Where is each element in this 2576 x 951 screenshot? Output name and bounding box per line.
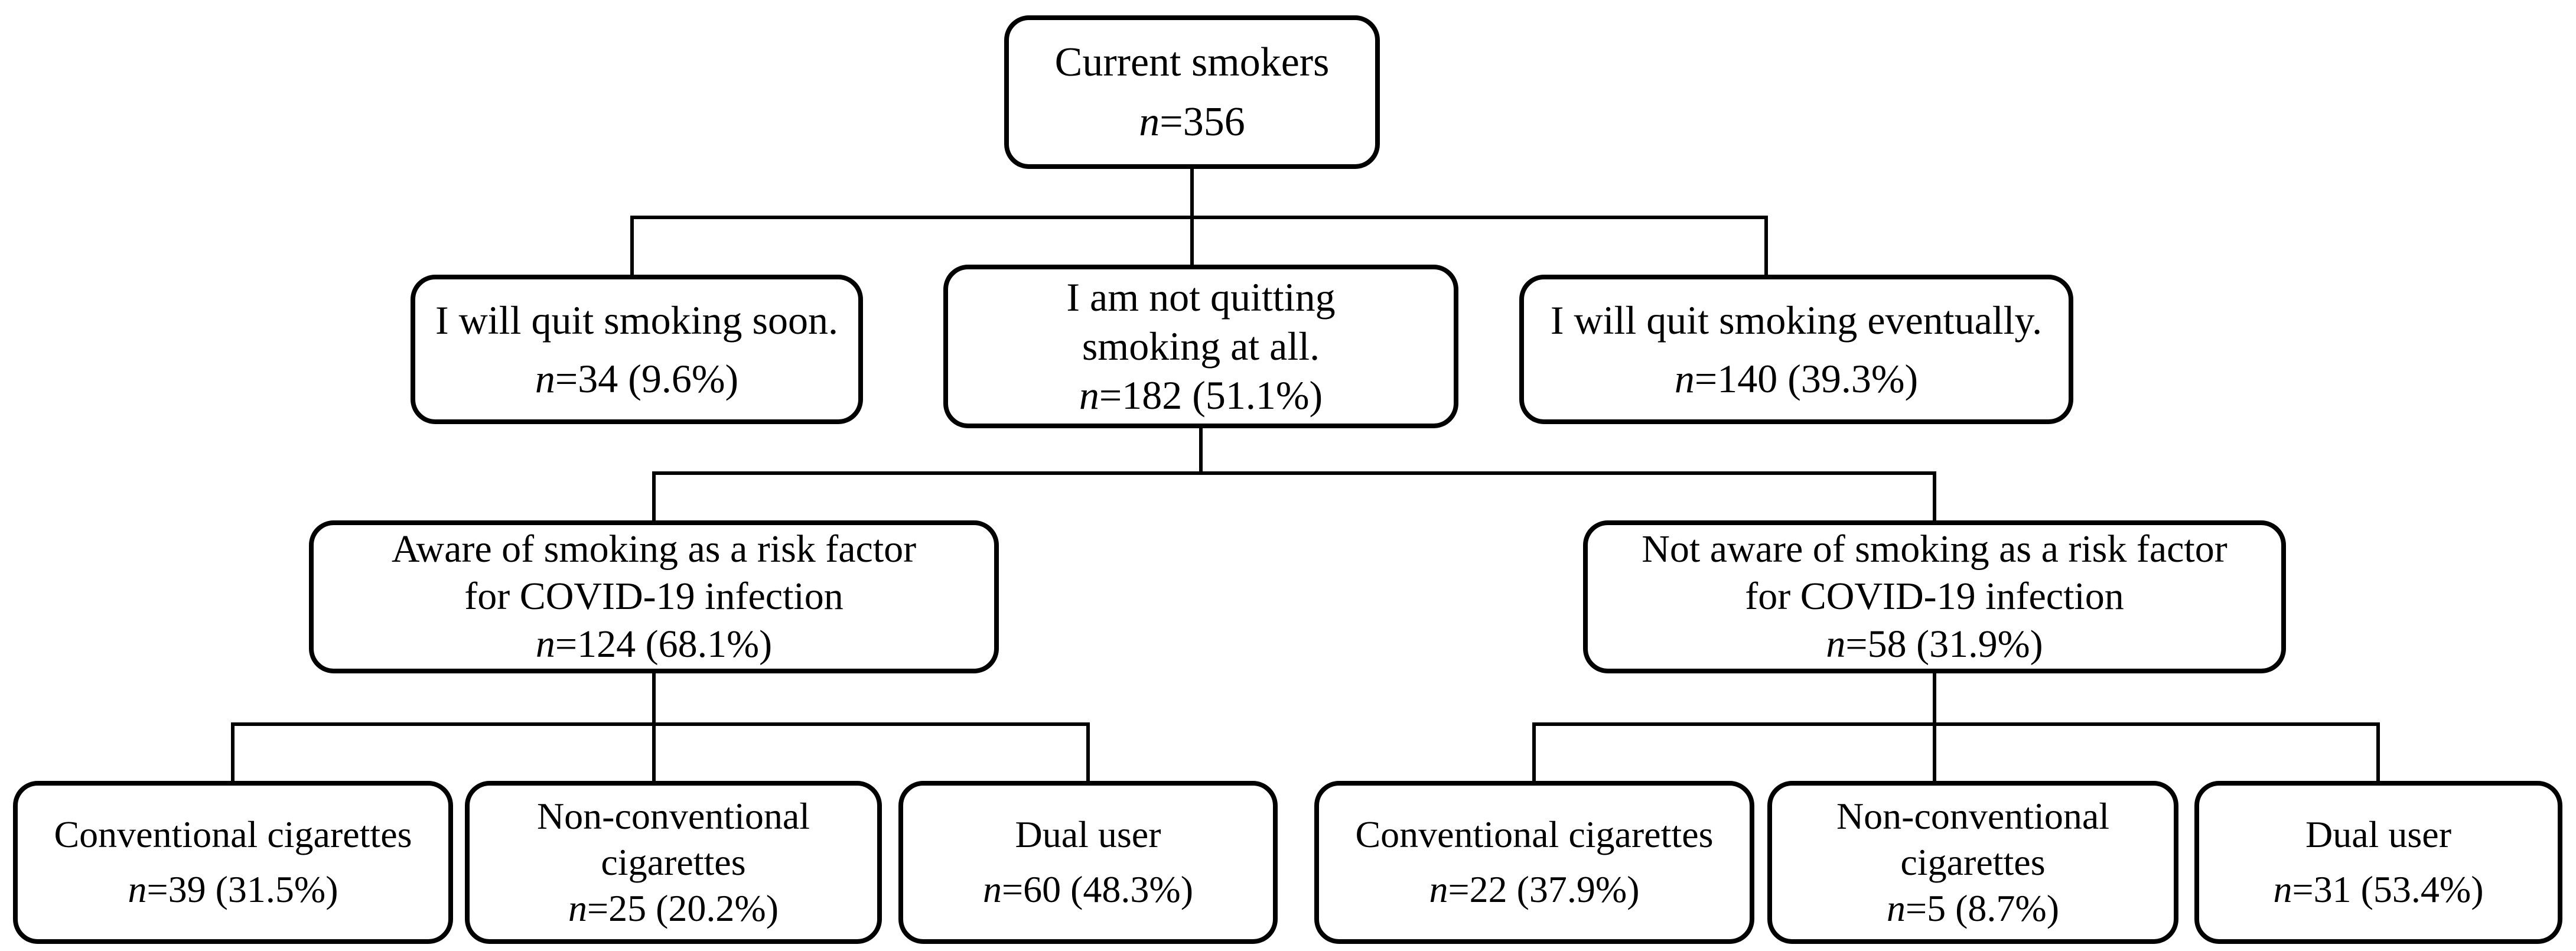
node-label-line2: cigarettes bbox=[601, 841, 746, 883]
node-label: I will quit smoking soon. bbox=[435, 297, 838, 343]
node-notaware-conventional: Conventional cigarettes n=22 (37.9%) bbox=[1314, 781, 1754, 944]
node-stat: n=31 (53.4%) bbox=[2273, 868, 2484, 910]
node-notaware-nonconventional: Non-conventional cigarettes n=5 (8.7%) bbox=[1767, 781, 2178, 944]
node-current-smokers: Current smokers n=356 bbox=[1004, 15, 1380, 169]
node-stat: n=182 (51.1%) bbox=[1079, 372, 1323, 418]
node-stat: n=25 (20.2%) bbox=[568, 887, 779, 930]
node-aware-conventional: Conventional cigarettes n=39 (31.5%) bbox=[13, 781, 453, 944]
node-stat: n=60 (48.3%) bbox=[982, 868, 1194, 910]
node-stat: n=140 (39.3%) bbox=[1674, 356, 1919, 401]
node-not-quitting: I am not quitting smoking at all. n=182 … bbox=[943, 265, 1458, 428]
node-stat: n=34 (9.6%) bbox=[535, 356, 739, 401]
node-stat: n=58 (31.9%) bbox=[1826, 622, 2043, 666]
node-label: Current smokers bbox=[1054, 39, 1330, 85]
node-quit-eventually: I will quit smoking eventually. n=140 (3… bbox=[1519, 275, 2073, 424]
node-label-line1: Not aware of smoking as a risk factor bbox=[1642, 527, 2227, 571]
node-label: Conventional cigarettes bbox=[1355, 813, 1714, 856]
node-label: Dual user bbox=[1015, 813, 1161, 856]
node-quit-soon: I will quit smoking soon. n=34 (9.6%) bbox=[411, 275, 863, 424]
node-label-line1: Non-conventional bbox=[1836, 794, 2110, 837]
node-aware-risk-factor: Aware of smoking as a risk factor for CO… bbox=[309, 520, 999, 673]
node-stat: n=5 (8.7%) bbox=[1886, 887, 2060, 930]
node-stat: n=39 (31.5%) bbox=[128, 868, 338, 910]
node-notaware-dual-user: Dual user n=31 (53.4%) bbox=[2194, 781, 2562, 944]
node-label: Conventional cigarettes bbox=[54, 813, 412, 856]
node-label-line2: for COVID-19 infection bbox=[464, 575, 844, 618]
node-label-line2: for COVID-19 infection bbox=[1745, 575, 2124, 618]
node-aware-dual-user: Dual user n=60 (48.3%) bbox=[898, 781, 1278, 944]
node-stat: n=124 (68.1%) bbox=[535, 622, 773, 666]
node-stat: n=22 (37.9%) bbox=[1429, 868, 1640, 910]
node-not-aware-risk-factor: Not aware of smoking as a risk factor fo… bbox=[1583, 520, 2286, 673]
node-label-line2: cigarettes bbox=[1900, 841, 2046, 883]
node-label: Dual user bbox=[2305, 813, 2452, 856]
node-label: I will quit smoking eventually. bbox=[1550, 297, 2043, 343]
node-label-line2: smoking at all. bbox=[1082, 324, 1320, 369]
node-label-line1: Aware of smoking as a risk factor bbox=[391, 527, 917, 571]
node-aware-nonconventional: Non-conventional cigarettes n=25 (20.2%) bbox=[465, 781, 882, 944]
node-label-line1: Non-conventional bbox=[536, 794, 810, 837]
node-label-line1: I am not quitting bbox=[1066, 275, 1336, 320]
node-stat: n=356 bbox=[1139, 99, 1245, 145]
